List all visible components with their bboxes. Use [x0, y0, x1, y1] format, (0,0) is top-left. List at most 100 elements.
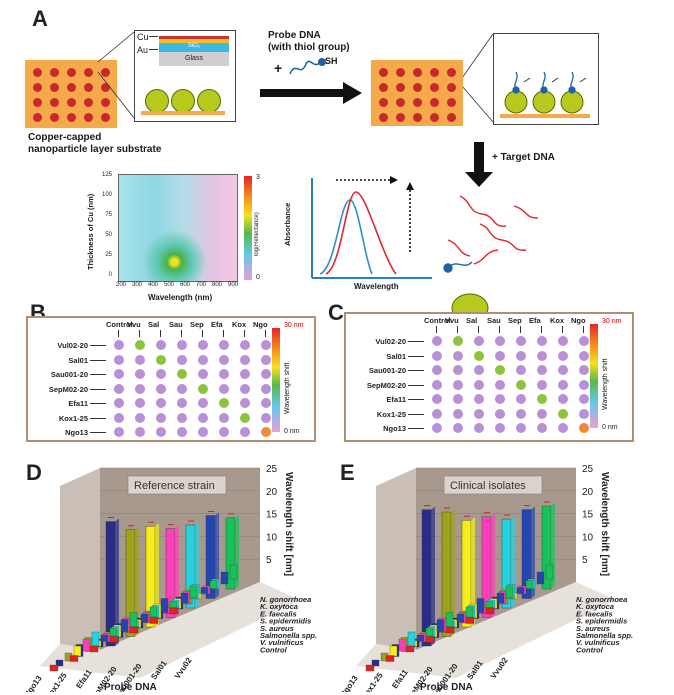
probe-dot — [240, 369, 250, 379]
probe-dot — [558, 408, 568, 419]
probe-dot — [135, 354, 145, 365]
nanoparticle-dot — [33, 98, 42, 107]
column-header: Sep — [508, 316, 522, 325]
nanoparticle-dot — [413, 113, 422, 122]
nanoparticle-dot — [413, 83, 422, 92]
column-arrow — [541, 326, 542, 333]
title-box — [127, 475, 227, 495]
probe-dot — [474, 394, 484, 404]
probe-dot — [219, 340, 229, 350]
column-header: Kox — [232, 320, 247, 329]
control-bar — [149, 617, 159, 624]
wavelength-colorbar — [590, 324, 598, 428]
nanoparticle-dot — [84, 83, 93, 92]
probe-dot — [537, 394, 547, 404]
cbar-top-label: 30 nm — [602, 318, 622, 325]
probe-dot — [261, 354, 271, 365]
z-tick-label: 20 — [266, 487, 278, 498]
heatmap-ytick: 50 — [105, 232, 112, 238]
column-arrow — [181, 330, 182, 337]
small-bar — [220, 571, 229, 585]
small-bar — [209, 580, 218, 589]
column-arrow — [139, 330, 140, 337]
probe-dot — [177, 398, 187, 408]
probe-dot — [198, 369, 208, 379]
row-arrow — [90, 345, 106, 346]
heatmap-xtick: 400 — [148, 282, 159, 288]
small-bar — [189, 585, 198, 599]
probe-dot — [135, 340, 145, 350]
column-header: Sau — [169, 320, 183, 329]
probe-dot — [261, 340, 271, 350]
probe-dot — [114, 340, 124, 350]
probe-dot — [177, 354, 187, 365]
nanoparticle-dot — [50, 113, 59, 122]
heatmap-plot — [118, 174, 238, 282]
probe-dot — [432, 379, 442, 390]
column-arrow — [202, 330, 203, 337]
probe-dot — [135, 369, 145, 379]
target-label: S. aureus — [576, 624, 610, 633]
column-header: Control — [106, 320, 133, 329]
probe-dot — [558, 350, 568, 361]
probe-dot — [219, 398, 229, 408]
target-label: Control — [576, 645, 604, 654]
probe-dot — [177, 369, 187, 379]
target-label: V. vulnificus — [576, 638, 620, 647]
panel-label-d: D — [26, 460, 42, 485]
small-bar — [120, 619, 129, 632]
probe-dot — [261, 398, 271, 408]
probe-dot — [156, 340, 166, 350]
probe-dot — [474, 423, 484, 433]
nanoparticle-dot — [50, 83, 59, 92]
row-arrow — [90, 359, 106, 361]
probe-dot — [198, 383, 208, 394]
probe-dot — [240, 398, 250, 408]
probe-dot — [516, 350, 526, 361]
z-tick-label: 10 — [582, 532, 594, 543]
target-label: N. gonorrhoea — [576, 595, 627, 604]
nanoparticle-dot — [84, 68, 93, 77]
probe-dot — [516, 408, 526, 419]
probe-dot — [156, 383, 166, 394]
main-bar-side — [531, 506, 535, 599]
probe-dot — [579, 379, 589, 390]
probe-dot — [432, 365, 442, 375]
control-bar — [485, 607, 495, 615]
probe-dot — [114, 412, 124, 423]
absorbance-xlabel: Wavelength — [354, 282, 399, 291]
absorbance-sketch — [311, 176, 432, 279]
heatmap-ytick: 100 — [101, 192, 112, 198]
probe-dot — [156, 354, 166, 365]
control-bar — [405, 645, 415, 653]
nanoparticle-dot — [430, 113, 439, 122]
probe-dot — [537, 365, 547, 375]
row-arrow — [90, 388, 106, 390]
row-label: SepM02-20 — [366, 380, 406, 390]
nanoparticle-dot — [101, 68, 110, 77]
probe-dot — [495, 394, 505, 404]
probe-dot — [516, 365, 526, 375]
heatmap-ytick: 75 — [105, 212, 112, 218]
nanoparticle-dot — [447, 83, 456, 92]
probe-label: Kox1-25 — [359, 671, 385, 692]
main-bar-side — [135, 526, 139, 637]
z-axis-label: Wavelength shift [nm] — [599, 472, 610, 576]
nanoparticle-dot — [101, 98, 110, 107]
nanoparticle-dot — [67, 113, 76, 122]
target-label: K. oxytoca — [260, 602, 298, 611]
probe-dot — [537, 350, 547, 361]
small-bar — [416, 634, 425, 642]
heatmap-ytick: 125 — [101, 172, 112, 178]
nanoparticle-dot — [101, 113, 110, 122]
row-label: Ngo13 — [383, 424, 406, 433]
probe-dot — [135, 427, 145, 437]
row-arrow — [408, 413, 424, 415]
nanoparticle-dot — [430, 68, 439, 77]
control-bar — [129, 626, 139, 634]
probe-dot — [114, 398, 124, 408]
target-label: E. faecalis — [260, 609, 297, 618]
probe-dot — [474, 336, 484, 346]
